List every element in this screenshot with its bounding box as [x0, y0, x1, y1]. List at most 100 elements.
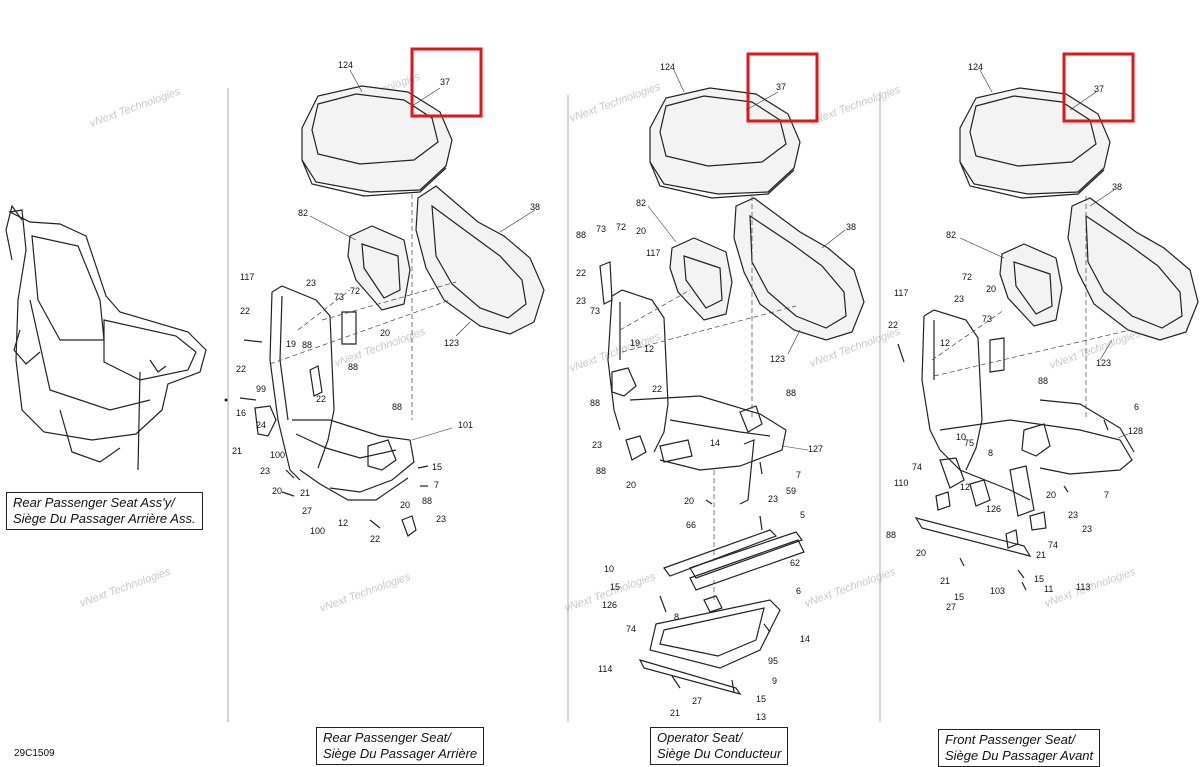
part-label-highlighted: 37: [776, 82, 786, 92]
caption-rear-seat-assembly: Rear Passenger Seat Ass'y/ Siège Du Pass…: [6, 492, 203, 530]
labels-rear-passenger-seat: 124 37 82 38 117 23 73 72 20 22 19 88 12…: [232, 60, 540, 544]
part-label: 62: [790, 558, 800, 568]
part-label: 123: [1096, 358, 1111, 368]
part-label: 117: [894, 288, 908, 298]
part-label: 8: [988, 448, 993, 458]
caption-line: Rear Passenger Seat/: [323, 730, 451, 745]
part-label: 21: [300, 488, 310, 498]
caption-line: Siège Du Passager Arrière: [323, 746, 478, 761]
part-label: 23: [954, 294, 964, 304]
part-label: 21: [670, 708, 680, 718]
part-label: 21: [940, 576, 950, 586]
front-passenger-seat-drawing: [897, 87, 1199, 591]
caption-line: Front Passenger Seat/: [945, 732, 1076, 747]
part-label: 38: [530, 202, 540, 212]
part-label: 9: [772, 676, 777, 686]
leader-lines: [309, 69, 1129, 451]
part-label: 82: [946, 230, 956, 240]
part-label: 88: [576, 230, 586, 240]
part-label: 124: [660, 62, 675, 72]
part-label: 88: [392, 402, 402, 412]
part-label: 117: [646, 248, 660, 258]
part-label: 20: [1046, 490, 1056, 500]
diagram-code: 29C1509: [14, 748, 55, 759]
part-label: 10: [956, 432, 966, 442]
part-label: 6: [796, 586, 801, 596]
part-label: 123: [444, 338, 459, 348]
part-label: 14: [800, 634, 810, 644]
part-label: 23: [768, 494, 778, 504]
part-label: 12: [940, 338, 950, 348]
caption-line: Operator Seat/: [657, 730, 743, 745]
part-label: 22: [576, 268, 586, 278]
part-label: 126: [602, 600, 617, 610]
part-label: 13: [756, 712, 766, 722]
caption-line: Rear Passenger Seat Ass'y/: [13, 495, 175, 510]
part-label: 101: [458, 420, 473, 430]
part-label: 88: [1038, 376, 1048, 386]
part-label: 27: [302, 506, 312, 516]
part-label: 74: [912, 462, 922, 472]
part-label: 22: [240, 306, 250, 316]
part-label: 7: [1104, 490, 1109, 500]
part-label: 95: [768, 656, 778, 666]
part-label: 20: [916, 548, 926, 558]
part-label: 100: [270, 450, 285, 460]
part-label: 88: [590, 398, 600, 408]
part-label: 126: [986, 504, 1001, 514]
part-label: 72: [350, 286, 360, 296]
part-label: 73: [590, 306, 600, 316]
part-label: 127: [808, 444, 823, 454]
part-label: 19: [630, 338, 640, 348]
part-label: 20: [626, 480, 636, 490]
part-label: 23: [1082, 524, 1092, 534]
part-label: 24: [256, 420, 266, 430]
part-label: 12: [338, 518, 348, 528]
part-label: 20: [400, 500, 410, 510]
part-label: 82: [298, 208, 308, 218]
part-label: 23: [592, 440, 602, 450]
part-label: 8: [674, 612, 679, 622]
part-label: 21: [232, 446, 242, 456]
part-label: 74: [1048, 540, 1058, 550]
caption-line: Siège Du Passager Arrière Ass.: [13, 511, 196, 526]
part-label: 22: [370, 534, 380, 544]
part-label: 103: [990, 586, 1005, 596]
labels-front-passenger-seat: 124 37 38 82 72 20 117 23 73 22 12 123 8…: [886, 62, 1143, 612]
operator-seat-drawing: [599, 87, 865, 695]
part-label: 124: [968, 62, 983, 72]
part-label: 38: [846, 222, 856, 232]
section-separators: [227, 88, 881, 722]
part-label-highlighted: 37: [440, 77, 450, 87]
part-label: 75: [964, 438, 974, 448]
part-label: 23: [1068, 510, 1078, 520]
part-label: 15: [432, 462, 442, 472]
part-label: 20: [272, 486, 282, 496]
part-label: 59: [786, 486, 796, 496]
part-label: 15: [954, 592, 964, 602]
part-label: 16: [236, 408, 246, 418]
part-label: 15: [610, 582, 620, 592]
part-label: 88: [886, 530, 896, 540]
part-label: 6: [1134, 402, 1139, 412]
part-label: 12: [644, 344, 654, 354]
part-label: 5: [800, 510, 805, 520]
caption-line: Siège Du Conducteur: [657, 746, 782, 761]
part-label: 114: [598, 664, 612, 674]
watermark: vNext Technologies: [318, 571, 412, 615]
part-label-highlighted: 37: [1094, 84, 1104, 94]
part-label: 82: [636, 198, 646, 208]
part-label: 22: [316, 394, 326, 404]
part-label: 99: [256, 384, 266, 394]
part-label: 15: [756, 694, 766, 704]
part-label: 14: [710, 438, 720, 448]
part-label: 88: [596, 466, 606, 476]
part-label: 100: [310, 526, 325, 536]
part-label: 74: [626, 624, 636, 634]
highlight-box: [1062, 52, 1135, 123]
part-label: 20: [684, 496, 694, 506]
part-label: 23: [306, 278, 316, 288]
rear-passenger-seat-drawing: [239, 85, 545, 537]
part-label: 88: [422, 496, 432, 506]
part-label: 23: [260, 466, 270, 476]
